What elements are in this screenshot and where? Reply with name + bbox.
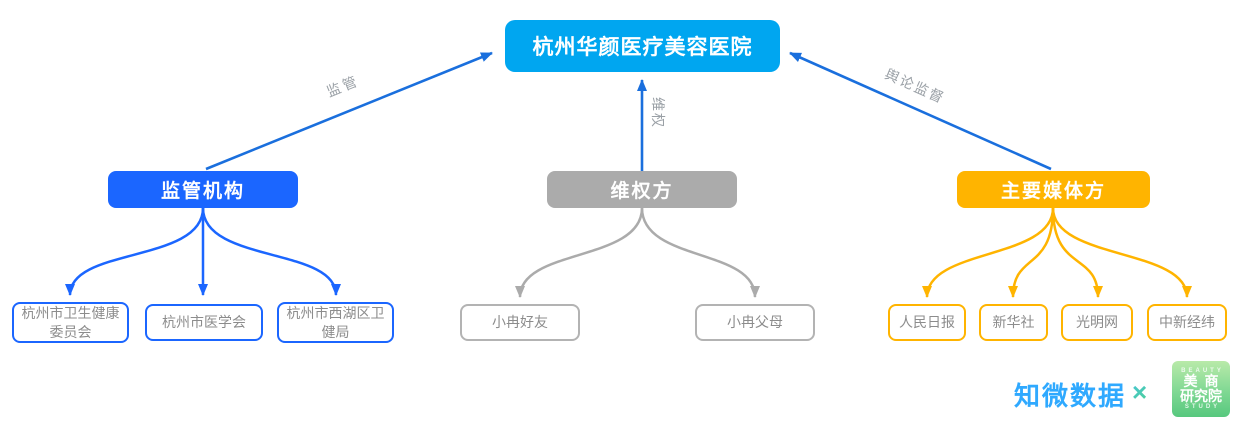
edge-media-child-3 [1051,207,1103,298]
leaf-node-guangming: 光明网 [1061,304,1133,341]
edge-regulators-child-1 [65,207,205,296]
leaf-node-xihu-health-bureau: 杭州市西湖区卫健局 [277,302,394,343]
cross-separator-icon: × [1132,377,1148,407]
root-node-hospital: 杭州华颜医疗美容医院 [505,20,780,72]
leaf-node-xinhua: 新华社 [979,304,1048,341]
leaf-node-friends: 小冉好友 [460,304,580,341]
logo-caption-bottom: STUDY [1184,403,1221,410]
edge-regulators-to-root [205,51,493,171]
edge-regulators-child-3 [201,207,341,296]
edge-media-child-1 [922,207,1055,298]
leaf-node-peoples-daily: 人民日报 [888,304,966,341]
logo-line1: 美商 [1183,373,1226,390]
edge-label-rights-protection: 维权 [650,97,666,129]
edge-media-to-root [789,51,1052,171]
edge-rights-child-1 [515,207,644,298]
leaf-node-zhongxin-jingwei: 中新经纬 [1147,304,1227,341]
group-node-media: 主要媒体方 [957,171,1150,208]
edge-rights-child-2 [640,207,760,298]
group-node-rights-parties: 维权方 [547,171,737,208]
leaf-node-health-commission: 杭州市卫生健康委员会 [12,302,129,343]
edge-media-child-4 [1051,207,1192,298]
zhiwei-data-logo: 知微数据 [1014,381,1127,411]
group-node-regulators: 监管机构 [108,171,298,208]
edge-media-child-2 [1008,207,1055,298]
leaf-node-medical-association: 杭州市医学会 [145,304,263,341]
logo-caption-top: BEAUTY [1181,368,1224,375]
leaf-node-parents: 小冉父母 [695,304,815,341]
beauty-study-institute-logo: BEAUTY 美商 研究院 STUDY [1172,361,1230,417]
logo-line2: 研究院 [1180,388,1222,404]
